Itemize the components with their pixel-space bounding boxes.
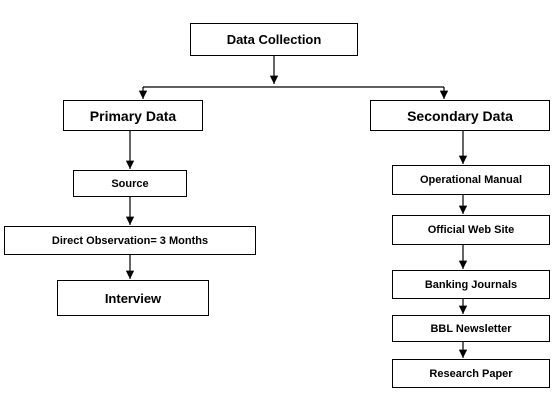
node-label: BBL Newsletter (430, 322, 512, 335)
node-label: Operational Manual (419, 174, 523, 186)
node-label: Data Collection (226, 32, 322, 47)
node-primary-data: Primary Data (63, 100, 203, 131)
node-operational-manual: Operational Manual (392, 165, 550, 195)
node-bbl-newsletter: BBL Newsletter (392, 315, 550, 342)
node-secondary-data: Secondary Data (370, 100, 550, 131)
node-data-collection: Data Collection (190, 23, 358, 56)
node-source: Source (73, 170, 187, 197)
node-label: Banking Journals (424, 278, 518, 291)
node-label: Secondary Data (407, 107, 513, 124)
node-research-paper: Research Paper (392, 359, 550, 388)
node-interview: Interview (57, 280, 209, 316)
node-banking-journals: Banking Journals (392, 270, 550, 299)
node-label: Official Web Site (427, 224, 515, 236)
node-label: Primary Data (89, 107, 177, 124)
node-label: Interview (104, 290, 162, 306)
node-official-web-site: Official Web Site (392, 215, 550, 245)
node-label: Research Paper (429, 367, 513, 380)
node-label: Source (111, 177, 149, 190)
node-label: Direct Observation= 3 Months (51, 234, 209, 247)
node-direct-observation: Direct Observation= 3 Months (4, 226, 256, 255)
